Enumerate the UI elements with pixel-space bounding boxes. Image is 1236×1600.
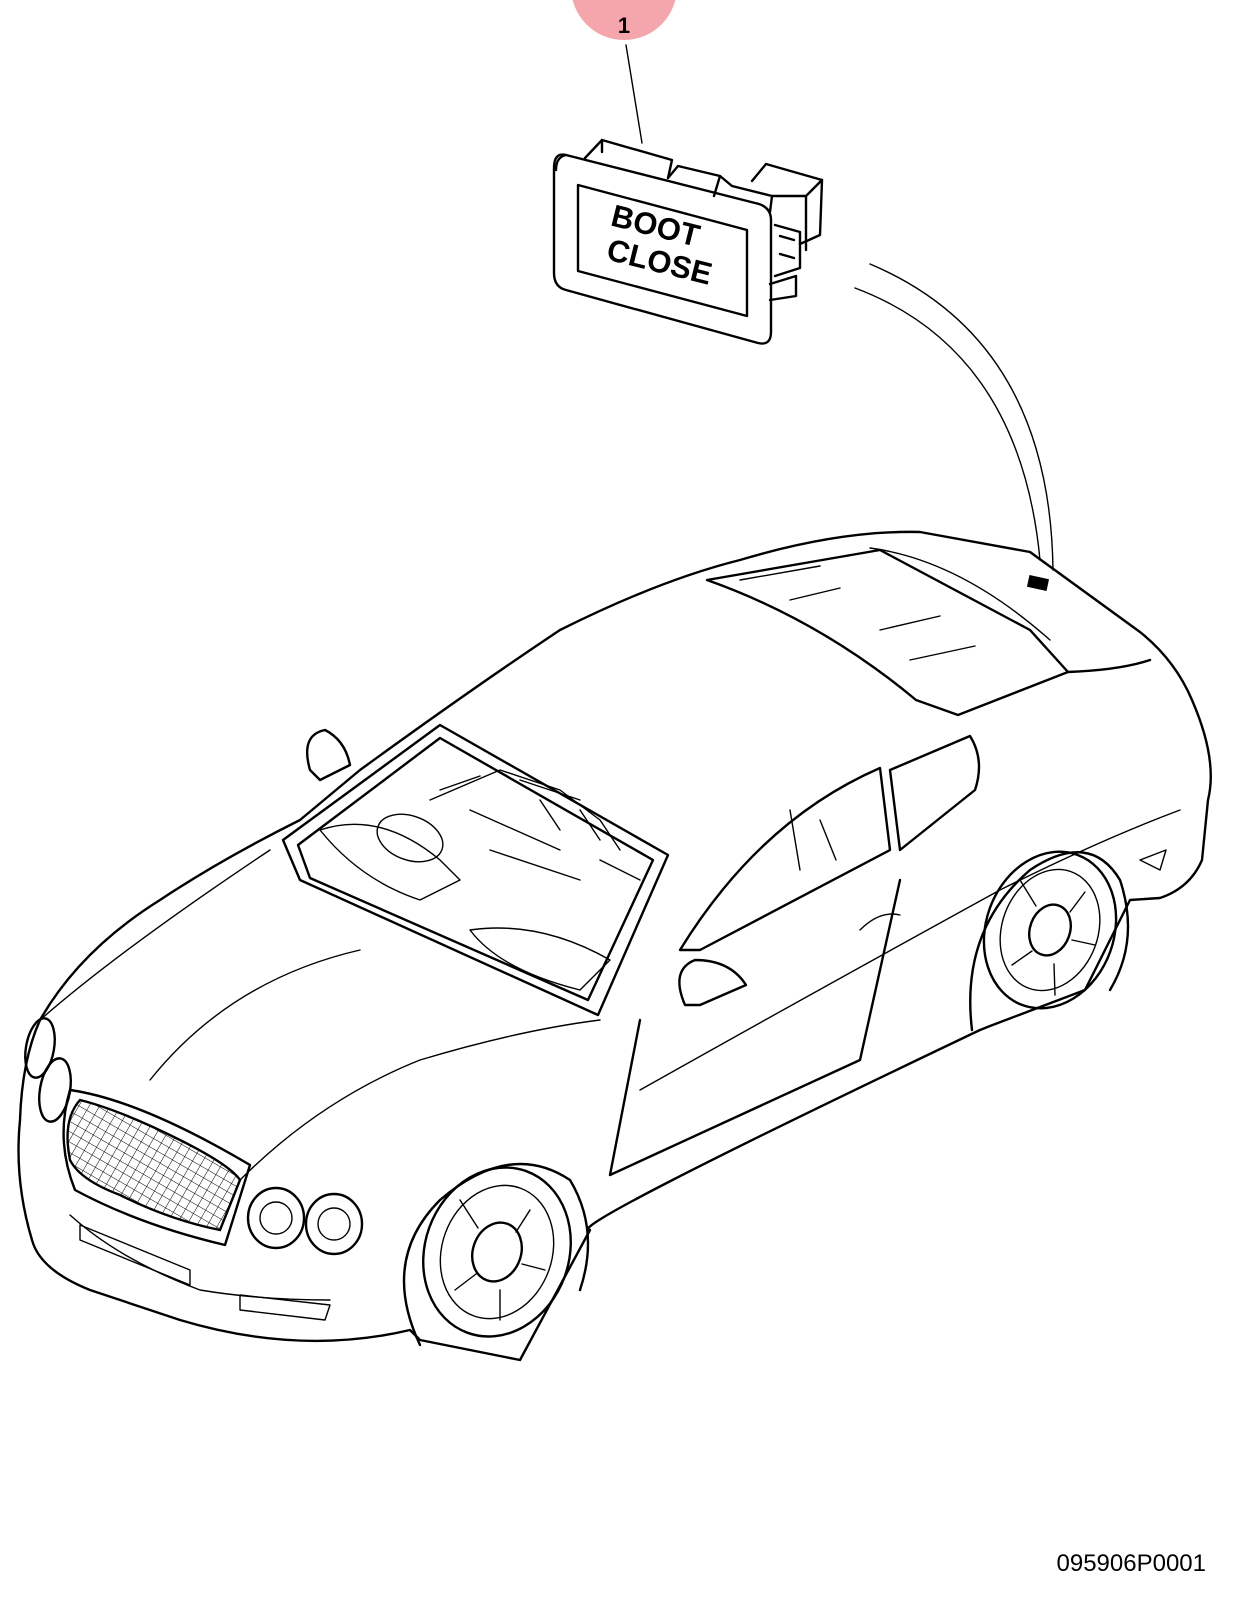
callout-balloon[interactable]: 1 [571, 0, 677, 40]
figure-id: 095906P0001 [1056, 1550, 1206, 1577]
boot-close-switch-icon[interactable]: BOOT CLOSE [552, 138, 824, 345]
callout-number: 1 [618, 13, 630, 38]
location-marker [1026, 575, 1050, 591]
location-arc-outer [869, 263, 1054, 571]
location-arc-inner [854, 287, 1041, 561]
callout-circle [572, 0, 676, 40]
car-outline-icon [17, 530, 1212, 1362]
leader-line [625, 44, 643, 144]
